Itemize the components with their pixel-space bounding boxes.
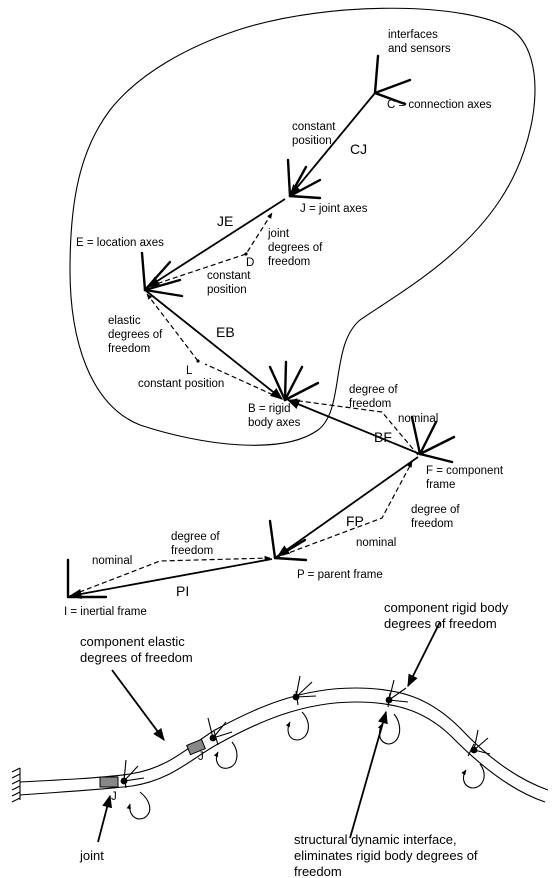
pi-dof-2: freedom (171, 545, 213, 557)
axes-j-icon (286, 158, 322, 200)
pi-nominal: nominal (92, 555, 132, 567)
bf-dashed-path (291, 398, 419, 456)
label-component-frame-2: frame (426, 479, 455, 491)
elastic-dof-pointer (111, 669, 165, 742)
label-inertial-frame: I = inertial frame (64, 606, 147, 618)
bf-dof-1: degree of (349, 384, 398, 396)
axes-c-icon (373, 54, 412, 106)
point-l: L (186, 365, 193, 377)
joint-dof-2: degrees of (268, 242, 323, 254)
cj-constant-2: position (292, 135, 332, 147)
vector-label-cj: CJ (350, 141, 367, 157)
lb-dashed-path (204, 363, 281, 399)
interface-label-2: eliminates rigid body degrees of (294, 848, 478, 863)
fp-dof-2: freedom (411, 518, 453, 530)
elastic-dof-3: freedom (108, 343, 150, 355)
eb-dashed-path (146, 293, 199, 362)
vector-fp-arrow (276, 456, 419, 557)
joint-label: joint (79, 848, 104, 863)
vector-label-pi: PI (176, 583, 189, 599)
label-joint-axes: J = joint axes (300, 203, 368, 215)
point-d: D (246, 257, 254, 269)
elastic-dof-label-1: component elastic (80, 634, 185, 649)
fp-dashed-path (274, 461, 413, 559)
elastic-dof-1: elastic (108, 315, 141, 327)
axes-b-icon (268, 360, 320, 402)
vector-pi-arrow (68, 558, 273, 599)
label-parent-frame: P = parent frame (297, 569, 383, 581)
interface-label-1: structural dynamic interface, (294, 832, 457, 847)
vector-cj-arrow (289, 92, 376, 197)
pi-dof-1: degree of (171, 531, 220, 543)
axes-f-icon (410, 415, 456, 464)
vector-label-bf: BF (374, 429, 392, 445)
fp-nominal: nominal (356, 537, 396, 549)
vector-label-fp: FP (346, 513, 364, 529)
bf-nominal: nominal (398, 413, 438, 425)
flexible-beam (19, 687, 549, 791)
axes-e-icon (140, 251, 184, 298)
interface-pointer (349, 710, 388, 839)
bf-dof-2: freedom (349, 398, 391, 410)
component-boundary (69, 7, 536, 446)
vector-bf-arrow (286, 399, 421, 455)
label-connection-axes: C = connection axes (387, 99, 492, 111)
joint-block-1 (99, 776, 119, 788)
ed-constant-2: position (207, 284, 247, 296)
axes-i-icon (66, 558, 108, 599)
joint-dof-3: freedom (268, 256, 310, 268)
interface-label-3: freedom (294, 864, 342, 878)
rigid-dof-label-2: degrees of freedom (384, 616, 497, 631)
label-rigid-body-axes-2: body axes (248, 417, 301, 429)
vector-label-je: JE (217, 213, 233, 229)
axes-p-icon (268, 519, 308, 562)
beam-label-j2: J (198, 751, 204, 763)
vector-eb-arrow (144, 289, 283, 400)
label-component-frame-1: F = component (426, 465, 504, 477)
label-sensors: and sensors (388, 43, 451, 55)
fp-dof-1: degree of (411, 504, 460, 516)
joint-block-2 (186, 738, 206, 756)
rotation-arrow-icons (126, 711, 485, 820)
vector-je-arrow (146, 198, 286, 288)
elastic-dof-2: degrees of (108, 329, 163, 341)
cj-constant-1: constant (292, 121, 336, 133)
beam-label-j1: J (111, 791, 117, 803)
joint-dof-1: joint (267, 228, 290, 240)
rigid-dof-pointer (407, 621, 441, 688)
je-dashed-path (149, 212, 273, 287)
joint-pointer (97, 794, 113, 843)
label-rigid-body-axes-1: B = rigid (248, 403, 291, 415)
lb-constant: constant position (138, 378, 224, 390)
vector-label-eb: EB (216, 324, 235, 340)
ed-constant-1: constant (207, 270, 251, 282)
beam-axes-icons (123, 675, 491, 782)
label-interfaces: interfaces (388, 29, 438, 41)
fixed-wall-icon (11, 767, 21, 803)
rigid-dof-label-1: component rigid body (384, 600, 509, 615)
label-location-axes: E = location axes (76, 237, 164, 249)
elastic-dof-label-2: degrees of freedom (80, 650, 193, 665)
